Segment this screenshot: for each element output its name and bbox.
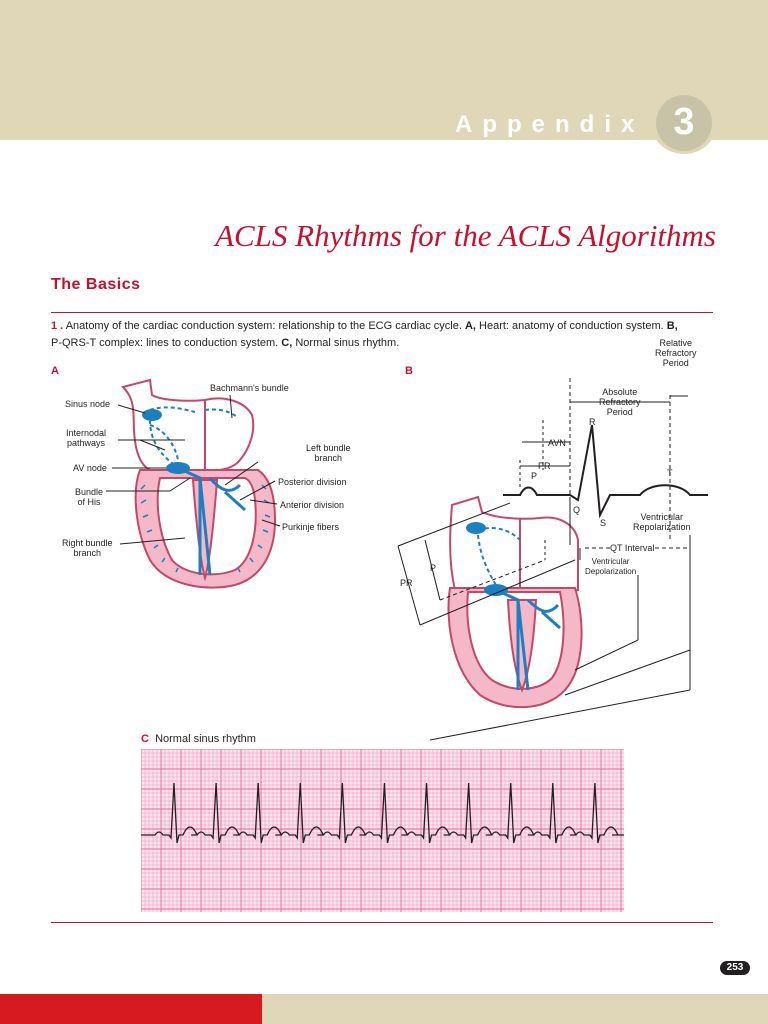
label-relative-refractory: Relative Refractory Period	[655, 338, 697, 368]
footer-red-bar	[0, 994, 262, 1024]
ecg-diagram-b	[397, 378, 708, 741]
bundle-branches	[177, 466, 247, 576]
atria-outline	[121, 378, 255, 472]
label-vent-repol: Ventricular Repolarization	[633, 512, 691, 532]
page-title: ACLS Rhythms for the ACLS Algorithms	[215, 218, 716, 253]
panel-c-caption: C Normal sinus rhythm	[141, 733, 256, 745]
label-sinus-node: Sinus node	[65, 399, 111, 409]
caption-b-text: P-QRS-T complex: lines to conduction sys…	[51, 337, 279, 349]
purkinje-left	[140, 484, 179, 573]
sinus-node	[142, 409, 162, 421]
heart-diagram-a	[106, 378, 281, 589]
footer-tan-bar	[262, 994, 768, 1024]
label-pr-top: PR	[538, 461, 551, 471]
label-av-node: AV node	[73, 463, 107, 473]
label-bachmann: Bachmann's bundle	[210, 383, 289, 393]
panel-c-text: Normal sinus rhythm	[155, 733, 256, 745]
label-pr-left: PR	[400, 578, 413, 588]
label-t: T	[667, 468, 673, 478]
label-left-bundle: Left bundle branch	[306, 443, 351, 463]
label-p-top: P	[531, 471, 538, 481]
caption-a-text: Heart: anatomy of conduction system.	[479, 320, 664, 332]
label-purkinje: Purkinje fibers	[282, 522, 340, 532]
label-r: R	[589, 417, 596, 427]
label-vent-depol: Ventricular Depolarization	[585, 557, 637, 576]
label-absolute-refractory: Absolute Refractory Period	[599, 387, 641, 417]
ecg-strip	[141, 749, 624, 912]
label-avn: AVN	[548, 438, 566, 448]
label-anterior: Anterior division	[280, 500, 345, 510]
ecg-trace	[141, 782, 624, 844]
label-q: Q	[573, 505, 581, 515]
panel-b-label: B	[405, 365, 413, 377]
caption-c-text: Normal sinus rhythm.	[295, 337, 400, 349]
caption-a-label: A,	[464, 320, 476, 332]
panel-a-label: A	[51, 365, 59, 377]
bottom-rule	[51, 922, 713, 923]
appendix-label: Appendix	[455, 111, 645, 138]
caption-number: 1 .	[51, 320, 64, 332]
caption-text-1: Anatomy of the cardiac conduction system…	[65, 320, 462, 332]
label-qt-interval: QT Interval	[610, 543, 655, 553]
section-title: The Basics	[51, 276, 141, 293]
label-s: S	[600, 518, 607, 528]
label-right-bundle: Right bundle branch	[62, 538, 113, 558]
panel-c-label: C	[141, 733, 149, 745]
figure-caption: 1 . Anatomy of the cardiac conduction sy…	[51, 318, 691, 352]
appendix-badge-inner	[656, 95, 712, 151]
caption-c-label: C,	[281, 337, 293, 349]
label-bundle-his: Bundle of His	[75, 487, 104, 507]
header-band	[0, 0, 768, 140]
appendix-number: 3	[673, 101, 695, 143]
caption-b-label: B,	[666, 320, 678, 332]
ecg-complex	[503, 424, 708, 519]
page-number: 253	[720, 961, 750, 975]
ecg-grid	[141, 749, 624, 912]
section-rule	[51, 312, 713, 313]
label-internodal: Internodal pathways	[66, 428, 107, 448]
label-p-left: P	[430, 563, 437, 573]
label-posterior: Posterior division	[278, 477, 347, 487]
